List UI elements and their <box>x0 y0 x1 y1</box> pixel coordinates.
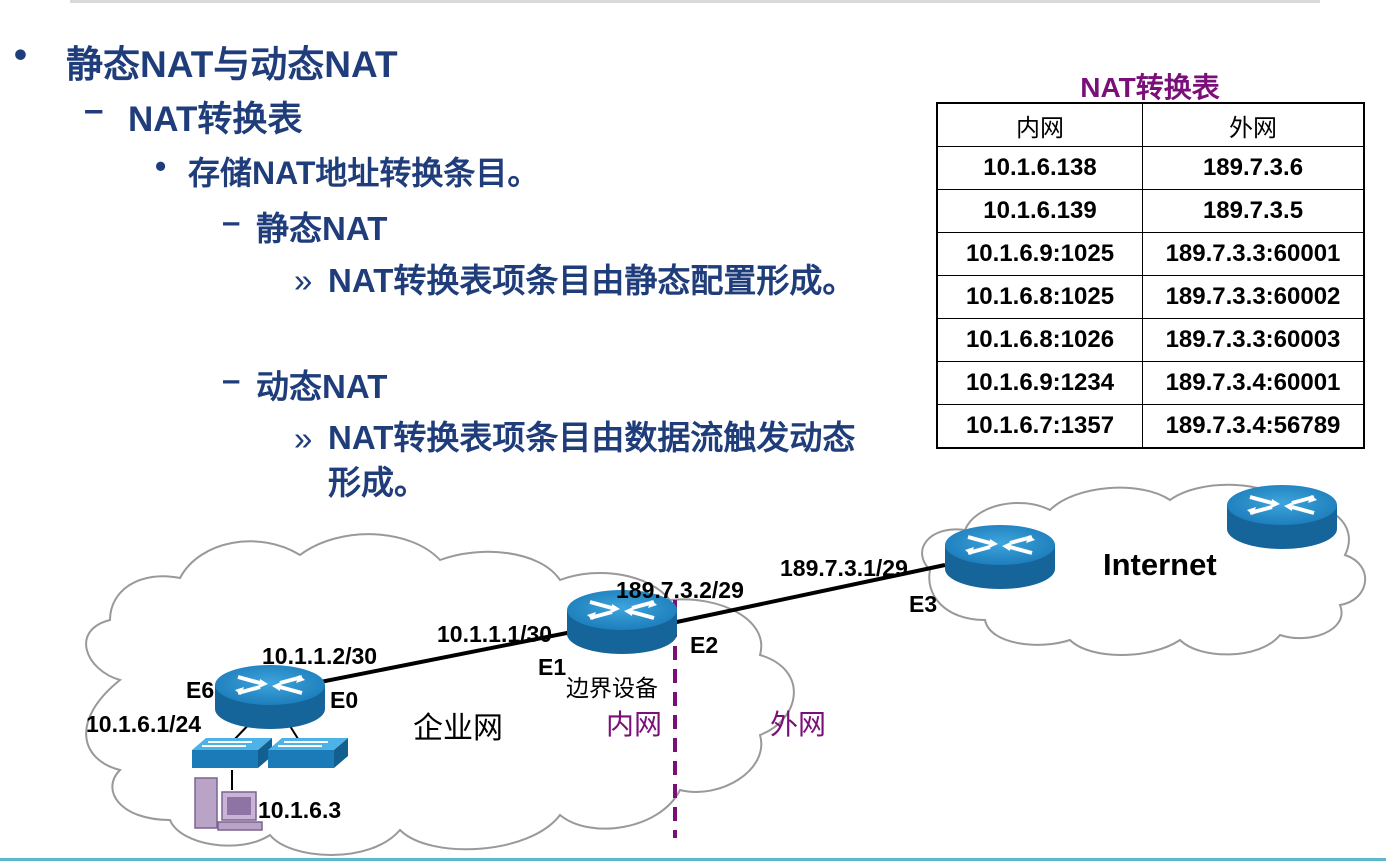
host-pc-icon <box>194 777 263 831</box>
link-isp-edge <box>671 563 946 625</box>
header-outside: 外网 <box>1142 102 1365 147</box>
table-cell-inside: 10.1.6.9:1025 <box>936 232 1143 276</box>
ip-isp-label: 189.7.3.1/29 <box>780 555 908 581</box>
bottom-rule <box>0 858 1386 861</box>
table-cell-inside: 10.1.6.8:1026 <box>936 318 1143 362</box>
bullet-l1-text: 静态NAT与动态NAT <box>66 44 398 85</box>
e6-label: E6 <box>186 677 214 703</box>
switch-icon <box>191 737 273 769</box>
dynamic-nat-sub-marker: » <box>294 420 313 457</box>
switch-icon <box>267 737 349 769</box>
isp-router-icon <box>943 523 1057 591</box>
inside-network-label: 内网 <box>606 708 662 741</box>
bullet-l2-marker: – <box>84 90 104 129</box>
enterprise-network-label: 企业网 <box>413 711 503 746</box>
bullet-l1-marker: • <box>14 34 27 75</box>
table-cell-outside: 189.7.3.3:60001 <box>1142 232 1365 276</box>
internet-router-icon <box>1225 483 1339 551</box>
static-nat-sub-marker: » <box>294 262 313 299</box>
e2-label: E2 <box>690 632 718 658</box>
bullet-l3-text: 存储NAT地址转换条目。 <box>188 155 540 191</box>
table-cell-outside: 189.7.3.5 <box>1142 189 1365 233</box>
ip-edge-outside-label: 189.7.3.2/29 <box>616 577 744 603</box>
top-rule <box>70 0 1320 3</box>
ip-edge-inside-label: 10.1.1.1/30 <box>437 621 552 647</box>
table-cell-inside: 10.1.6.139 <box>936 189 1143 233</box>
nat-table-header-row: 内网 外网 <box>936 102 1365 147</box>
table-cell-outside: 189.7.3.3:60003 <box>1142 318 1365 362</box>
table-cell-outside: 189.7.3.3:60002 <box>1142 275 1365 319</box>
table-cell-outside: 189.7.3.4:56789 <box>1142 404 1365 449</box>
internet-label: Internet <box>1103 547 1217 582</box>
static-nat-desc: NAT转换表项条目由静态配置形成。 <box>328 262 856 299</box>
ip-host-label: 10.1.6.3 <box>258 797 341 823</box>
table-cell-inside: 10.1.6.9:1234 <box>936 361 1143 405</box>
e0-label: E0 <box>330 687 358 713</box>
bullet-l2-text: NAT转换表 <box>128 100 303 139</box>
ip-inner-router-label: 10.1.1.2/30 <box>262 643 377 669</box>
header-inside: 内网 <box>936 102 1143 147</box>
outside-network-label: 外网 <box>770 708 826 741</box>
inner-router-icon <box>213 663 327 731</box>
e3-label: E3 <box>909 591 937 617</box>
dynamic-nat-marker: – <box>222 361 241 398</box>
edge-device-label: 边界设备 <box>566 676 658 702</box>
bullet-l3-marker: • <box>155 148 167 184</box>
table-cell-inside: 10.1.6.138 <box>936 146 1143 190</box>
static-nat-title: 静态NAT <box>256 210 388 247</box>
nat-table-title: NAT转换表 <box>1080 72 1220 103</box>
network-diagram: Internet E3 189.7.3.1/29 189.7.3.2/29 10… <box>85 483 1366 856</box>
table-cell-inside: 10.1.6.7:1357 <box>936 404 1143 449</box>
e1-label: E1 <box>538 654 566 680</box>
table-cell-outside: 189.7.3.4:60001 <box>1142 361 1365 405</box>
dynamic-nat-desc: NAT转换表项条目由数据流触发动态形成。 <box>328 419 856 501</box>
table-cell-outside: 189.7.3.6 <box>1142 146 1365 190</box>
dynamic-nat-title: 动态NAT <box>256 368 388 405</box>
ip-lan-label: 10.1.6.1/24 <box>86 711 201 737</box>
table-cell-inside: 10.1.6.8:1025 <box>936 275 1143 319</box>
static-nat-marker: – <box>222 203 241 240</box>
